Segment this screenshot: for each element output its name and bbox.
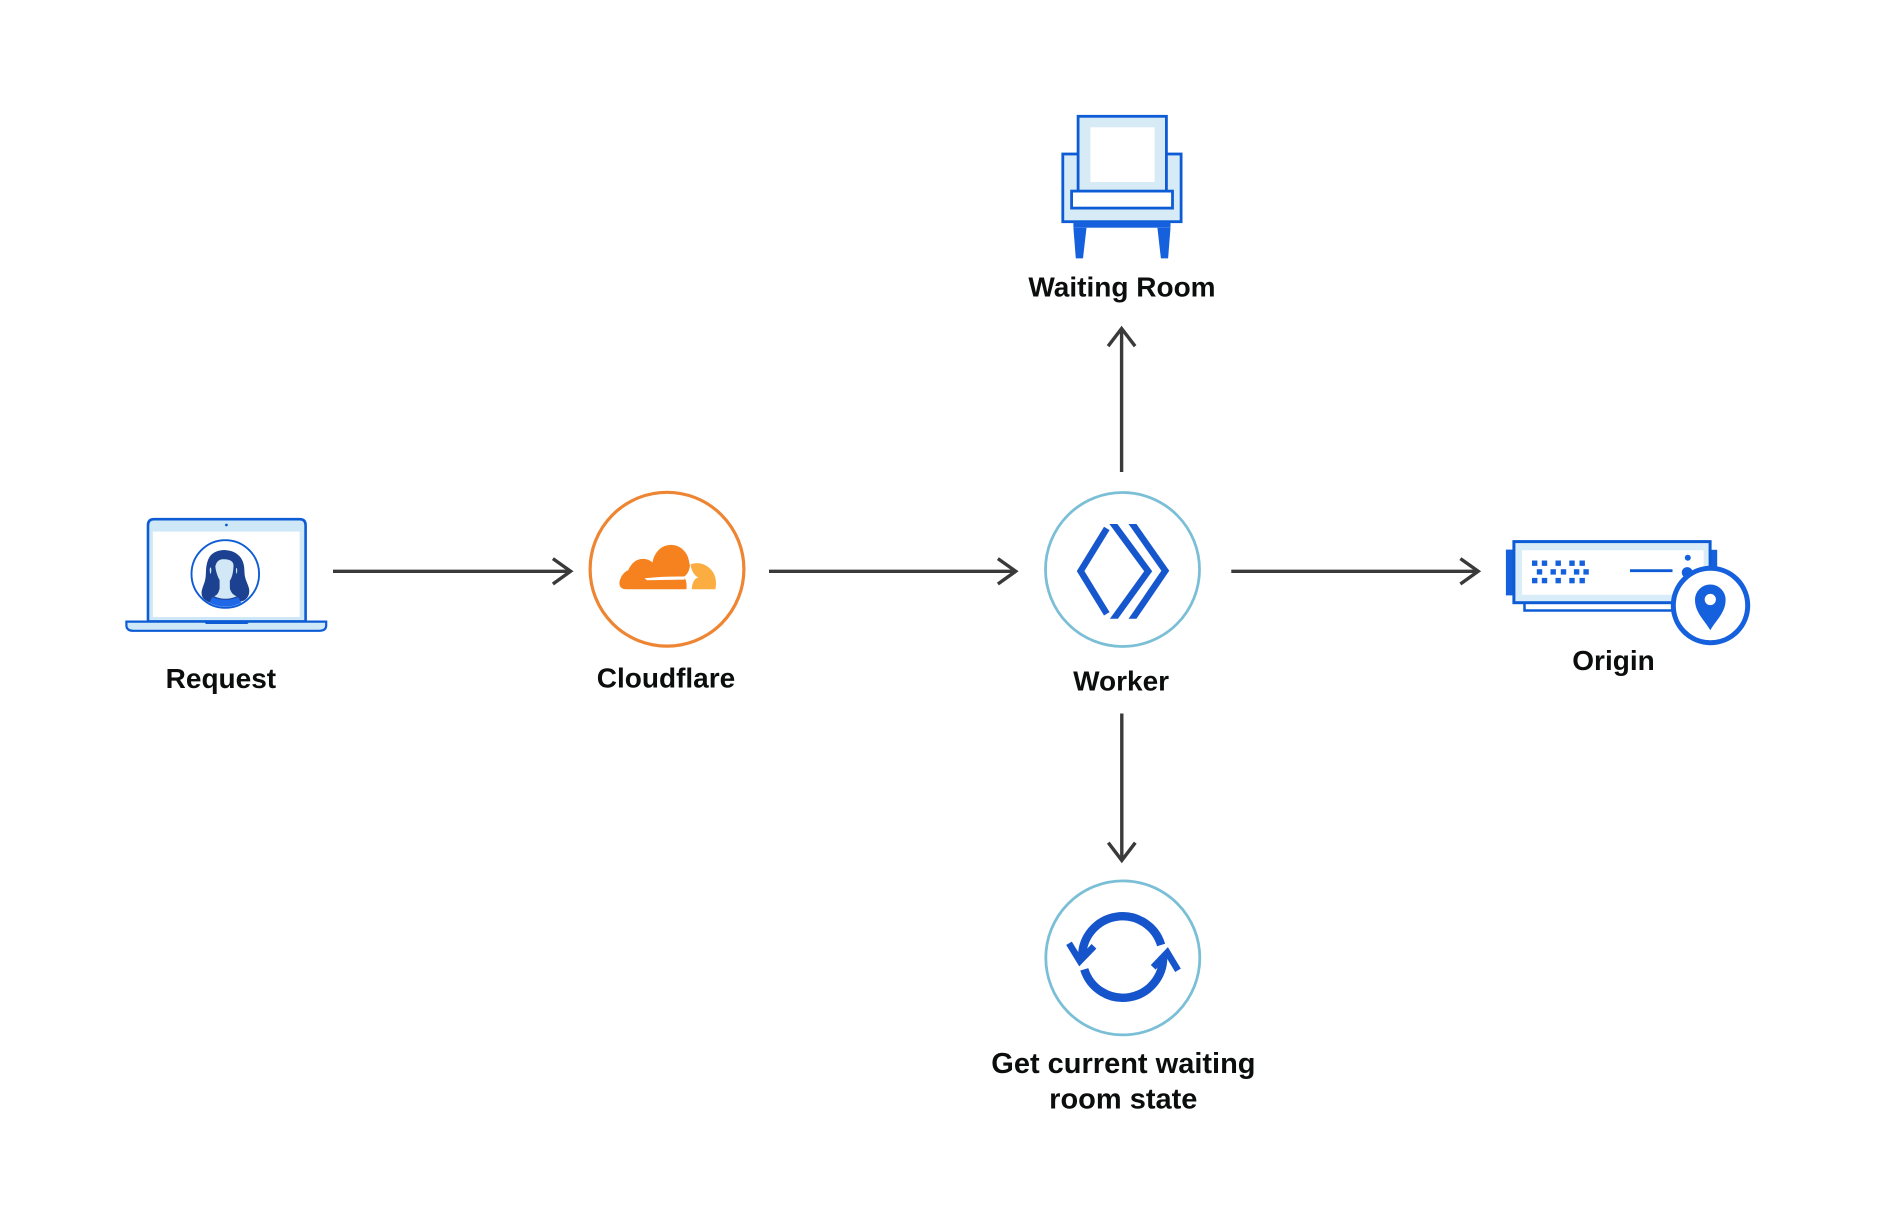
- svg-text:Origin: Origin: [1572, 645, 1654, 676]
- svg-text:Worker: Worker: [1073, 666, 1169, 697]
- svg-text:Get current waiting: Get current waiting: [991, 1048, 1255, 1080]
- svg-text:Cloudflare: Cloudflare: [597, 663, 735, 694]
- svg-text:Request: Request: [166, 663, 276, 694]
- svg-text:room state: room state: [1049, 1084, 1197, 1116]
- svg-text:Waiting Room: Waiting Room: [1028, 272, 1215, 303]
